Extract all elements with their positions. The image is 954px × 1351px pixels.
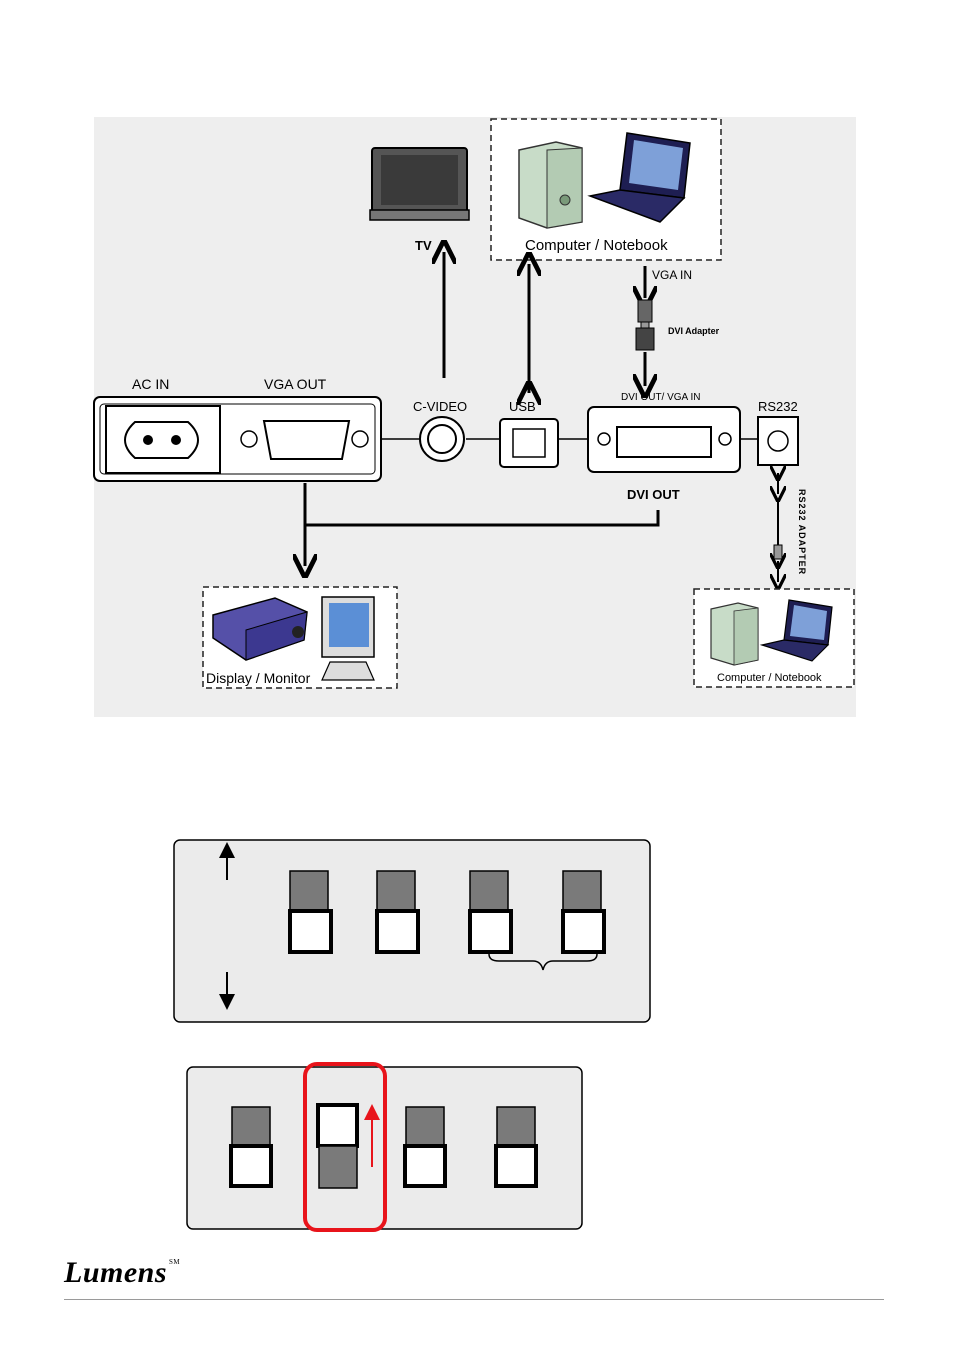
vga-out-label: VGA OUT xyxy=(264,376,327,392)
switch-1-3[interactable] xyxy=(468,870,513,954)
switch-1-4[interactable] xyxy=(561,870,606,954)
vga-out-port xyxy=(240,420,369,460)
switch-2-3[interactable] xyxy=(403,1106,447,1188)
connection-diagram: TV Computer / Notebook VGA IN DVI Adapte… xyxy=(93,117,856,717)
switch-1-1[interactable] xyxy=(288,870,333,954)
switch-2-2[interactable] xyxy=(316,1103,359,1189)
usb-port xyxy=(499,418,559,468)
tv-icon xyxy=(369,147,470,221)
laptop-small-icon xyxy=(759,599,833,662)
ac-in-port xyxy=(105,405,221,474)
switch-2-4[interactable] xyxy=(494,1106,538,1188)
computer-bottom-label: Computer / Notebook xyxy=(717,672,822,684)
dip-switch-panel-2 xyxy=(186,1062,583,1232)
vga-in-label: VGA IN xyxy=(652,268,692,282)
dvi-out-label: DVI OUT xyxy=(627,487,680,502)
switch-1-2[interactable] xyxy=(375,870,420,954)
c-video-port xyxy=(419,416,465,462)
tv-label: TV xyxy=(415,238,432,253)
display-monitor-label: Display / Monitor xyxy=(206,670,311,686)
switch-group-brace xyxy=(488,953,598,971)
dvi-out-vga-in-label: DVI OUT/ VGA IN xyxy=(621,392,700,403)
usb-label: USB xyxy=(509,399,536,414)
c-video-label: C-VIDEO xyxy=(413,399,467,414)
rs232-adapter-label: RS232 ADAPTER xyxy=(797,489,807,575)
monitor-icon xyxy=(321,596,375,681)
projector-icon xyxy=(212,597,308,661)
desktop-pc-small-icon xyxy=(710,602,759,666)
dvi-port xyxy=(587,406,741,473)
computer-top-label: Computer / Notebook xyxy=(525,237,668,254)
laptop-icon xyxy=(587,132,691,223)
desktop-pc-icon xyxy=(518,141,583,229)
dip-switch-panel-1 xyxy=(173,839,651,1023)
dvi-adapter-icon xyxy=(635,299,655,351)
highlight-box xyxy=(303,1062,387,1232)
ac-in-label: AC IN xyxy=(132,376,169,392)
switch-2-1[interactable] xyxy=(229,1106,273,1188)
dvi-adapter-label: DVI Adapter xyxy=(668,326,720,336)
rs232-port xyxy=(757,416,799,466)
rs232-label: RS232 xyxy=(758,399,798,414)
display-connector-line xyxy=(303,483,660,527)
footer-divider xyxy=(64,1299,884,1300)
